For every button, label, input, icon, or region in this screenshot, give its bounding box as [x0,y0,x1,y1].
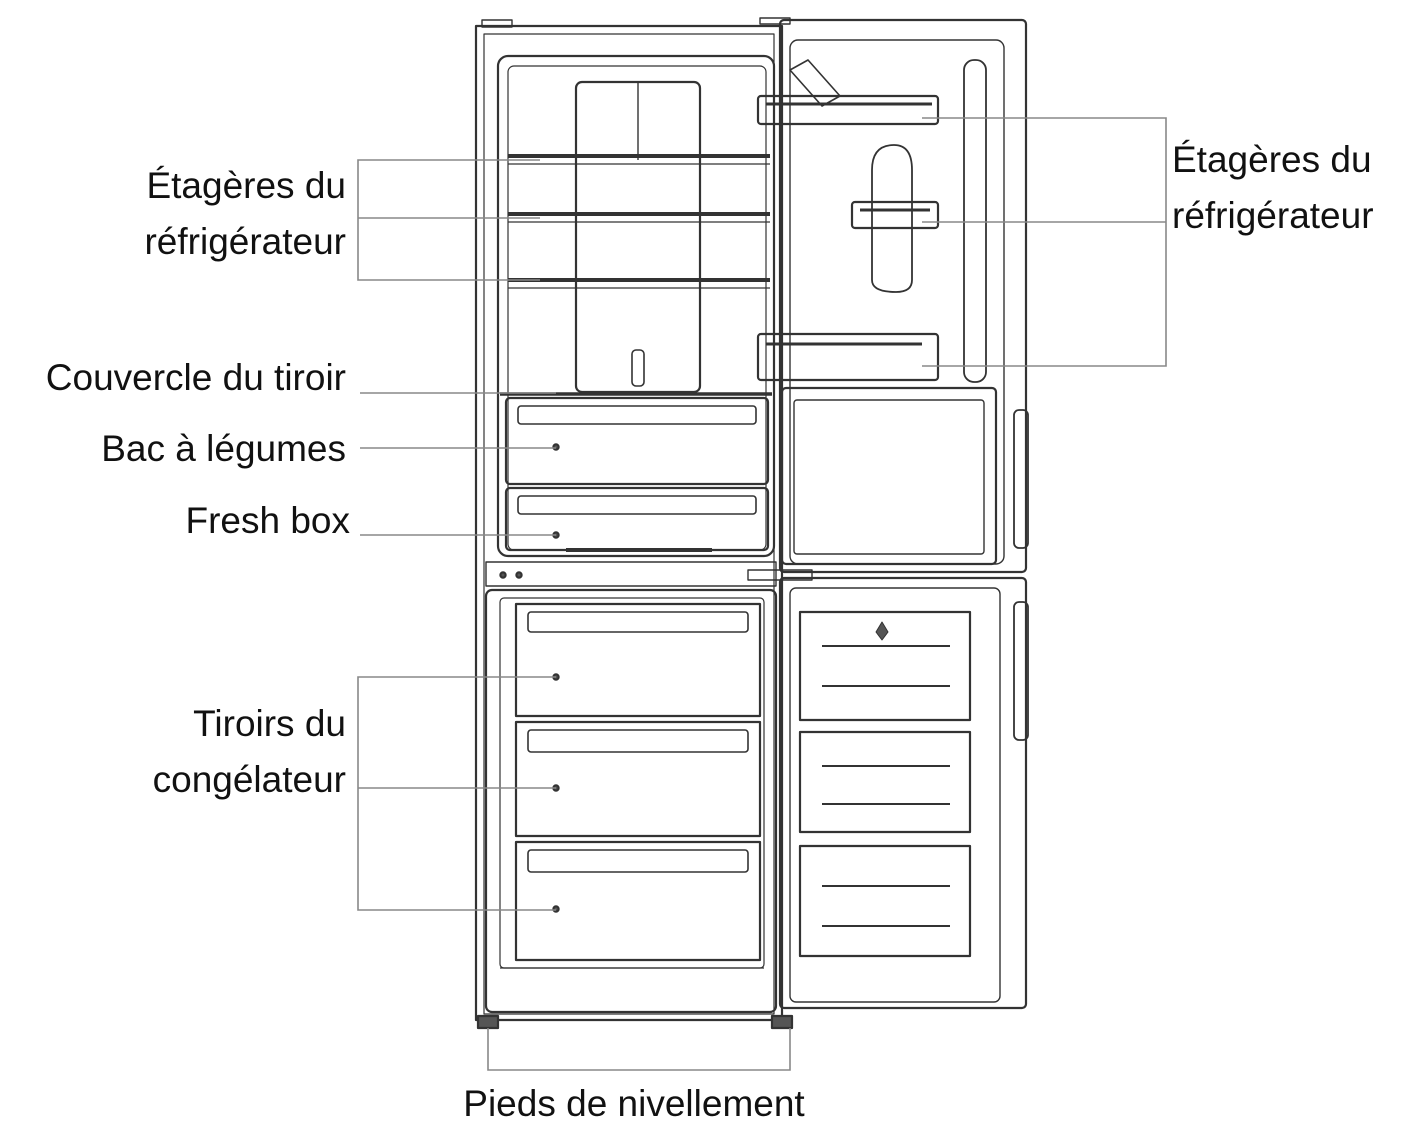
label-freezer-drawers: Tiroirs du congélateur [153,696,346,808]
vegetable-bin [504,396,770,486]
label-fridge-shelves-right: Étagères du réfrigérateur [1172,132,1374,244]
label-fridge-shelves-right-line1: Étagères du [1172,139,1372,180]
door-shelf-bottom [756,332,940,382]
leader-lines [357,117,1167,1071]
label-vegetable-bin: Bac à légumes [101,428,346,469]
leader-fridge-shelves-left [357,159,540,281]
label-fridge-shelves-left-line2: réfrigérateur [144,221,346,262]
leader-freezer-drawers [357,676,556,911]
label-fresh-box: Fresh box [185,500,350,541]
freezer-drawer-3 [514,840,762,962]
door-shelf-top [756,94,940,126]
leader-leveling-feet [487,1028,791,1071]
leveling-feet [476,1014,794,1030]
fridge-cabinet [474,19,794,1030]
label-fridge-shelves-left-line1: Étagères du [146,165,346,206]
freezer-door-panel-3 [798,844,972,958]
freezer-door [747,569,1029,1010]
control-strip [485,561,777,587]
freezer-drawer-2 [514,720,762,838]
fresh-box [504,486,770,552]
leader-fridge-shelves-right [922,117,1167,367]
freezer-door-panel-2 [798,730,972,834]
label-freezer-drawers-line2: congélateur [152,759,346,800]
label-freezer-drawers-line1: Tiroirs du [193,703,346,744]
freezer-door-panel-1 [798,610,972,722]
fridge-shelf-group-left [508,154,770,289]
fridge-door [756,17,1029,574]
freezer-drawer-1 [514,602,762,718]
label-drawer-cover: Couvercle du tiroir [45,357,346,398]
label-fridge-shelves-left: Étagères du réfrigérateur [144,158,346,270]
label-leveling-feet: Pieds de nivellement [463,1083,805,1124]
door-shelf-middle [850,144,940,293]
label-fridge-shelves-right-line2: réfrigérateur [1172,195,1374,236]
rear-air-duct [574,80,702,394]
